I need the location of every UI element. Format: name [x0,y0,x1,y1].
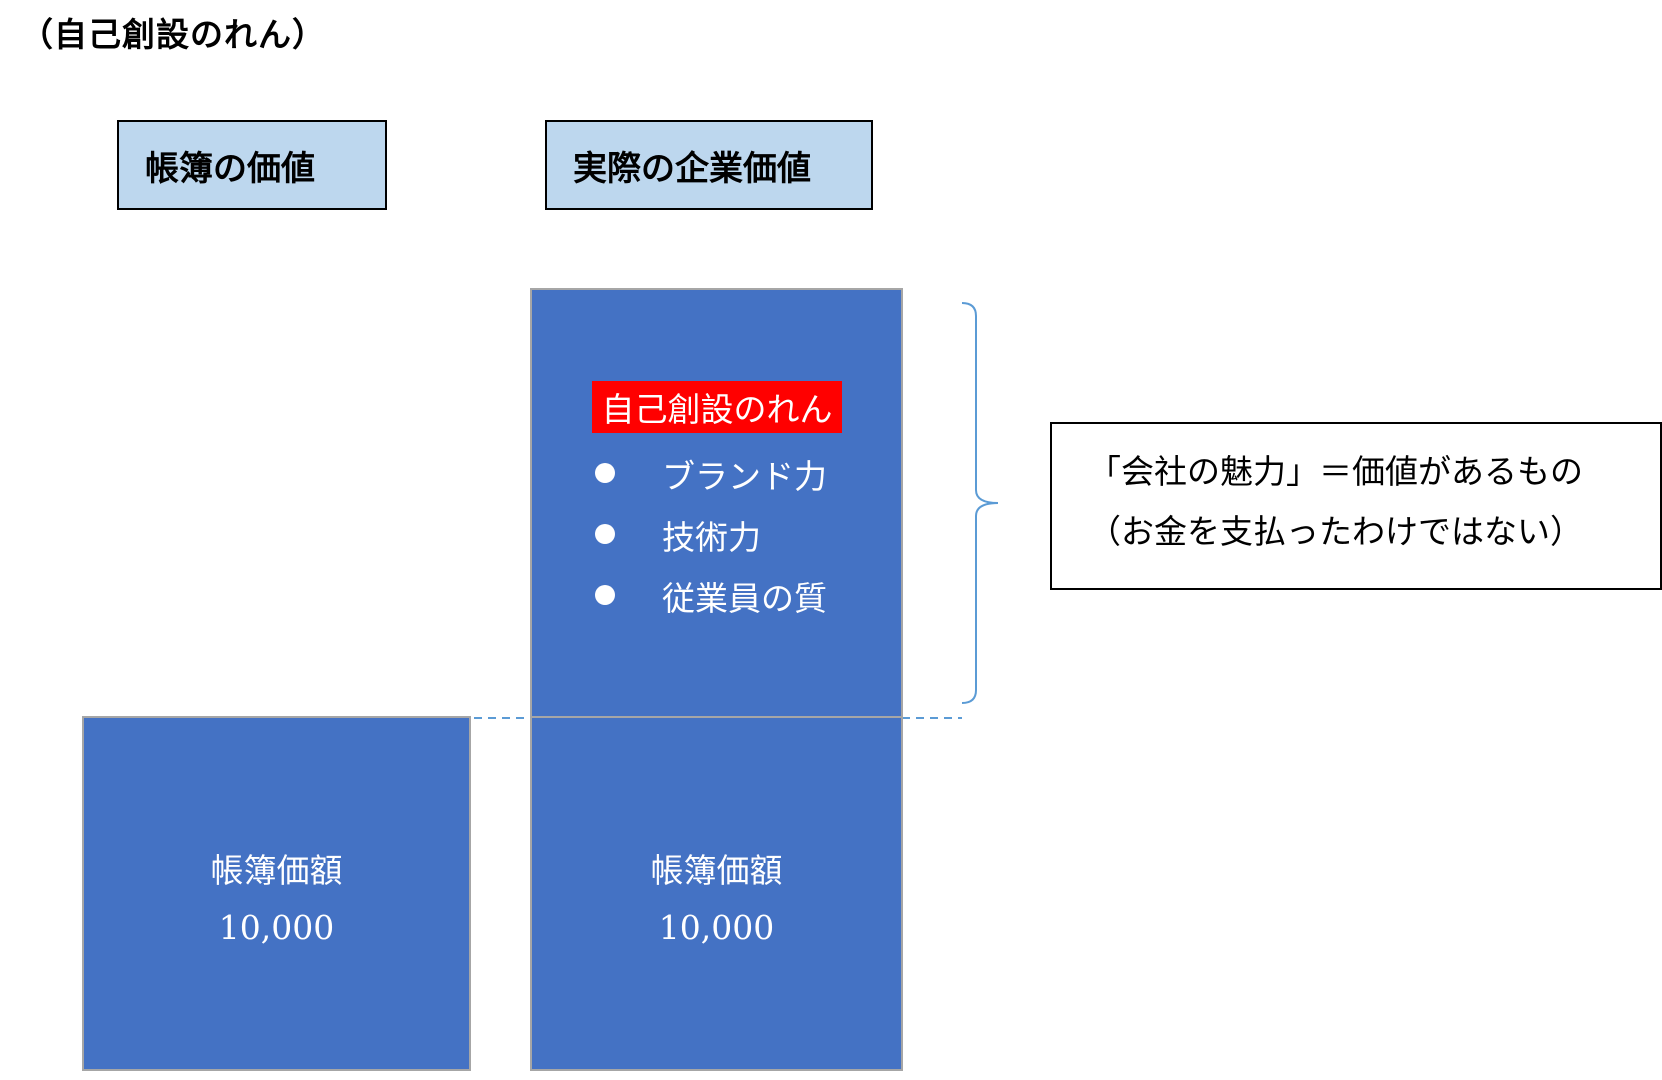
actual-book-value-block-amount: 10,000 [658,908,775,947]
book-value-header-label: 帳簿の価値 [145,148,315,189]
actual-book-value-block-label: 帳簿価額 [650,851,783,890]
actual-book-value-block: 帳簿価額 10,000 [530,716,903,1071]
actual-value-header: 実際の企業価値 [545,120,873,210]
bullet-item-brand: ブランド力 [662,457,827,496]
callout-line-1: 「会社の魅力」＝価値があるもの [1088,452,1583,491]
book-value-block-amount: 10,000 [218,908,335,947]
goodwill-explanation-callout: 「会社の魅力」＝価値があるもの （お金を支払ったわけではない） [1050,422,1662,590]
book-value-header: 帳簿の価値 [117,120,387,210]
goodwill-block [530,288,903,718]
bullet-dot-employees [595,585,615,605]
self-created-goodwill-label: 自己創設のれん [592,381,842,433]
bullet-item-employees: 従業員の質 [662,579,827,618]
bullet-dot-technology [595,524,615,544]
bullet-dot-brand [595,463,615,483]
bullet-item-technology: 技術力 [662,518,761,557]
page-title: （自己創設のれん） [20,15,326,54]
book-value-block: 帳簿価額 10,000 [82,716,471,1071]
book-value-block-label: 帳簿価額 [210,851,343,890]
actual-value-header-label: 実際の企業価値 [573,148,811,189]
curly-brace [961,302,999,704]
callout-line-2: （お金を支払ったわけではない） [1088,512,1583,551]
